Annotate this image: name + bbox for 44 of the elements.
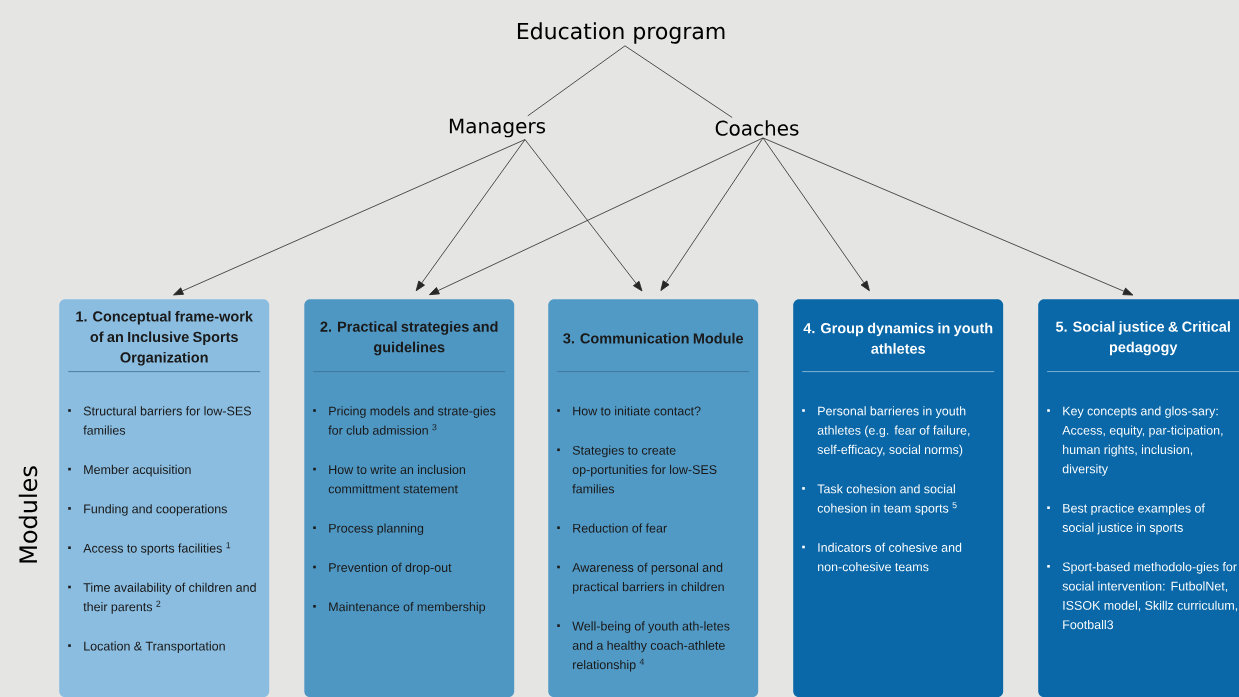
bullet-item: Task cohesion and social cohesion in team sports $^{5}$ (802, 484, 957, 516)
module-heading: 5. Social justice & Critical pedagogy (1055, 321, 1230, 356)
bullet-item: Process planning (313, 523, 424, 536)
bullet-item: Maintenance of membership (313, 602, 486, 614)
bullet-item: Prevention of drop-out (313, 562, 452, 575)
module-box (548, 299, 759, 697)
bullet-item: How to initiate contact? (557, 406, 701, 416)
bullet-item: Pricing models and strate-gies for club admission $^{3}$ (313, 406, 496, 435)
arrow (429, 137, 764, 296)
bullet-item: Indicators of cohesive and non-cohesive teams (802, 542, 962, 572)
module-box (1038, 299, 1239, 697)
bullet-item: Best practice examples of social justice in sports (1047, 503, 1205, 535)
connector-line (624, 45, 733, 118)
bullet-item: How to write an inclusion committment statement (313, 464, 466, 494)
bullet-item: Time availability of children and their parents $^{2}$ (68, 582, 256, 614)
bullet-item: Awareness of personal and practical barriers in children (557, 562, 724, 594)
arrow (524, 139, 643, 292)
level-label: Education program (517, 22, 725, 44)
module-heading: 3. Communication Module (563, 332, 744, 344)
level-label: Managers (449, 118, 546, 138)
bullet-item: Reduction of fear (557, 523, 667, 533)
level-label: Coaches (715, 120, 799, 136)
module-heading: 4. Group dynamics in youth athletes (803, 322, 993, 354)
bullet-item: Key concepts and glos-sary: Access, equity, par-ticipation, human rights, inclusion, diversity (1047, 406, 1223, 476)
connector-line (527, 45, 626, 117)
bullet-item: Well-being of youth ath-letes and a healthy coach-athlete relationship $^{4}$ (557, 621, 730, 672)
module-heading: 1. Conceptual frame-work of an Inclusive Sports Organization (76, 310, 253, 366)
bullet-item: Access to sports facilities $^{1}$ (68, 542, 231, 556)
arrow (415, 139, 526, 292)
module-box (304, 299, 515, 697)
module-box (793, 299, 1004, 697)
bullet-item: Funding and cooperations (68, 504, 227, 516)
bullet-item: Stategies to create op-portunities for low-SES families (557, 445, 717, 494)
arrow (173, 139, 526, 296)
bullet-item: Member acquisition (68, 464, 191, 477)
bullet-item: Personal barrieres in youth athletes (e.g. fear of failure, self-efficacy, social norms) (802, 406, 970, 457)
arrow (762, 137, 870, 292)
bullet-item: Sport-based methodolo-gies for social intervention: FutbolNet, ISSOK model, Skillz curriculum, Football3 (1047, 562, 1238, 630)
arrow (762, 137, 1134, 296)
bullet-item: Location & Transportation (68, 641, 225, 653)
module-heading: 2. Practical strategies and guidelines (320, 321, 498, 356)
arrow (660, 137, 764, 291)
bullet-item: Structural barriers for low-SES families (68, 406, 251, 435)
module-box (59, 299, 270, 697)
